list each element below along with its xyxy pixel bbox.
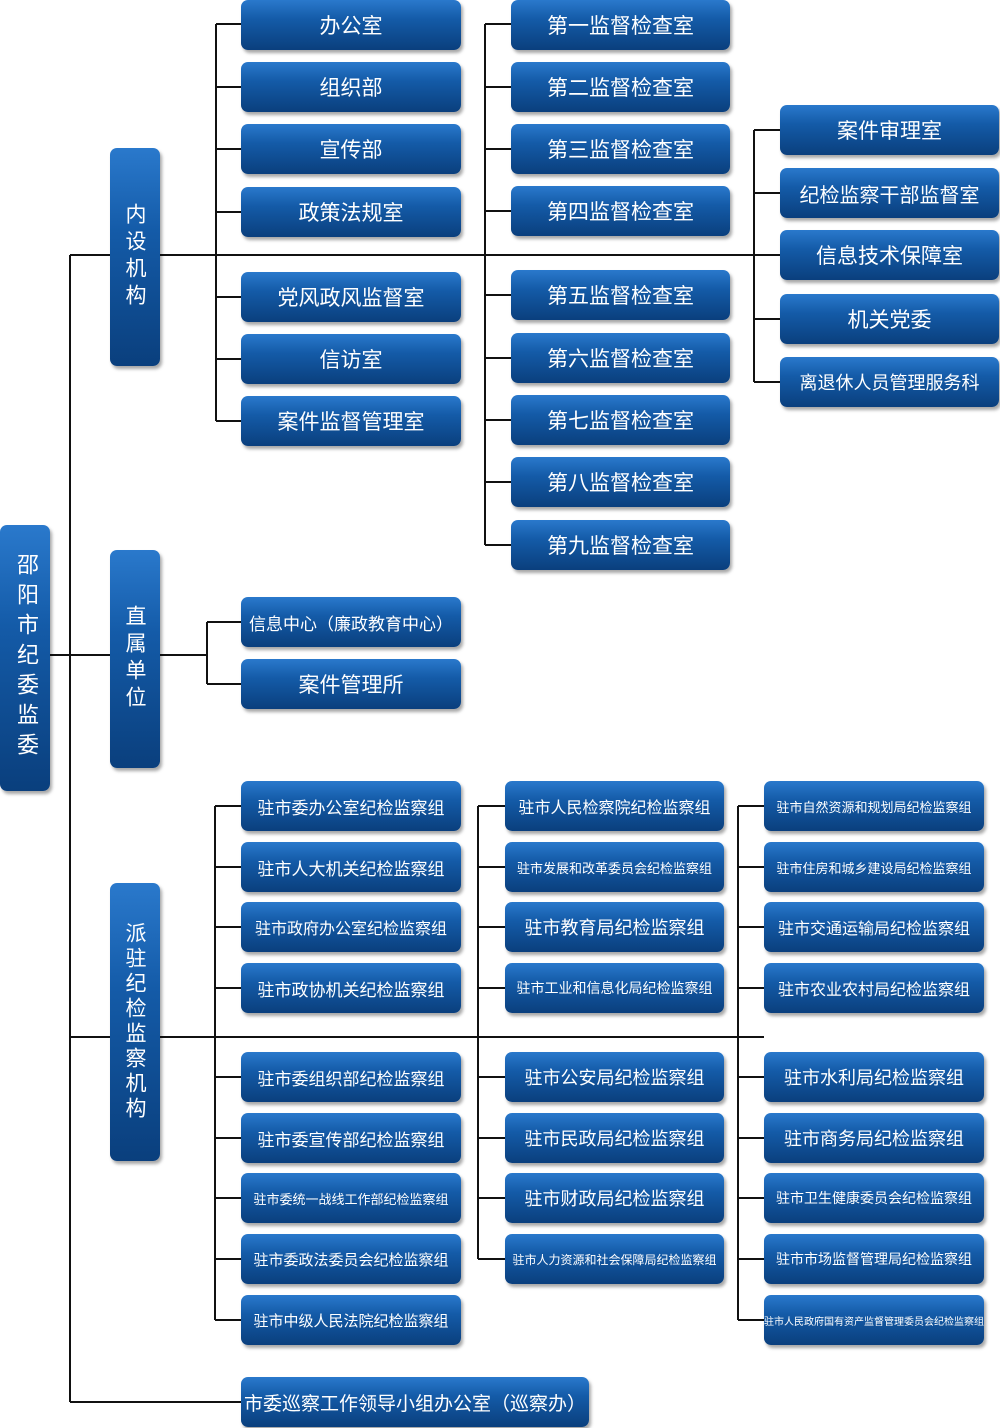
dispatched-group: 驻市委统一战线工作部纪检监察组 [241, 1173, 461, 1223]
dispatched-group: 驻市交通运输局纪检监察组 [764, 902, 984, 952]
internal-case-supervision: 案件监督管理室 [241, 396, 461, 446]
dispatched-group: 驻市中级人民法院纪检监察组 [241, 1295, 461, 1345]
dispatched-group: 驻市农业农村局纪检监察组 [764, 963, 984, 1013]
inspection-room-2: 第二监督检查室 [511, 62, 730, 112]
dispatched-group: 驻市市场监督管理局纪检监察组 [764, 1234, 984, 1284]
inspection-room-4: 第四监督检查室 [511, 186, 730, 236]
dispatched-group: 驻市财政局纪检监察组 [505, 1173, 724, 1223]
inspection-room-6: 第六监督检查室 [511, 333, 730, 383]
inspection-room-1: 第一监督检查室 [511, 0, 730, 50]
dispatched-group: 驻市水利局纪检监察组 [764, 1052, 984, 1102]
category-dispatched: 派驻纪检监察机构 [110, 883, 160, 1161]
inspection-room-8: 第八监督检查室 [511, 457, 730, 507]
direct-info-center: 信息中心（廉政教育中心） [241, 597, 461, 647]
direct-case-management: 案件管理所 [241, 659, 461, 709]
root-node: 邵阳市纪委监委 [0, 525, 50, 791]
internal-case-review: 案件审理室 [780, 105, 999, 155]
category-direct: 直属单位 [110, 550, 160, 768]
dispatched-group: 驻市政协机关纪检监察组 [241, 963, 461, 1013]
internal-retiree-service: 离退休人员管理服务科 [780, 357, 999, 407]
internal-cadre-supervision: 纪检监察干部监督室 [780, 168, 999, 218]
dispatched-group: 驻市教育局纪检监察组 [505, 902, 724, 952]
dispatched-group: 驻市民政局纪检监察组 [505, 1113, 724, 1163]
internal-petition: 信访室 [241, 334, 461, 384]
internal-party-committee: 机关党委 [780, 294, 999, 344]
inspection-room-3: 第三监督检查室 [511, 124, 730, 174]
internal-publicity-dept: 宣传部 [241, 124, 461, 174]
dispatched-group: 驻市人力资源和社会保障局纪检监察组 [505, 1234, 724, 1284]
dispatched-group: 驻市自然资源和规划局纪检监察组 [764, 781, 984, 831]
category-internal: 内设机构 [110, 148, 160, 366]
inspection-office: 市委巡察工作领导小组办公室（巡察办） [241, 1377, 589, 1427]
dispatched-group: 驻市人民政府国有资产监督管理委员会纪检监察组 [764, 1295, 984, 1345]
dispatched-group: 驻市商务局纪检监察组 [764, 1113, 984, 1163]
internal-it-support: 信息技术保障室 [780, 230, 999, 280]
dispatched-group: 驻市委政法委员会纪检监察组 [241, 1234, 461, 1284]
internal-organization-dept: 组织部 [241, 62, 461, 112]
dispatched-group: 驻市工业和信息化局纪检监察组 [505, 963, 724, 1013]
internal-party-style: 党风政风监督室 [241, 272, 461, 322]
dispatched-group: 驻市政府办公室纪检监察组 [241, 902, 461, 952]
inspection-room-7: 第七监督检查室 [511, 395, 730, 445]
dispatched-group: 驻市发展和改革委员会纪检监察组 [505, 842, 724, 892]
inspection-room-5: 第五监督检查室 [511, 270, 730, 320]
dispatched-group: 驻市卫生健康委员会纪检监察组 [764, 1173, 984, 1223]
dispatched-group: 驻市委办公室纪检监察组 [241, 781, 461, 831]
dispatched-group: 驻市委宣传部纪检监察组 [241, 1113, 461, 1163]
inspection-room-9: 第九监督检查室 [511, 520, 730, 570]
dispatched-group: 驻市人大机关纪检监察组 [241, 842, 461, 892]
dispatched-group: 驻市住房和城乡建设局纪检监察组 [764, 842, 984, 892]
dispatched-group: 驻市委组织部纪检监察组 [241, 1052, 461, 1102]
dispatched-group: 驻市公安局纪检监察组 [505, 1052, 724, 1102]
internal-office: 办公室 [241, 0, 461, 50]
internal-policy-regulation: 政策法规室 [241, 187, 461, 237]
dispatched-group: 驻市人民检察院纪检监察组 [505, 781, 724, 831]
